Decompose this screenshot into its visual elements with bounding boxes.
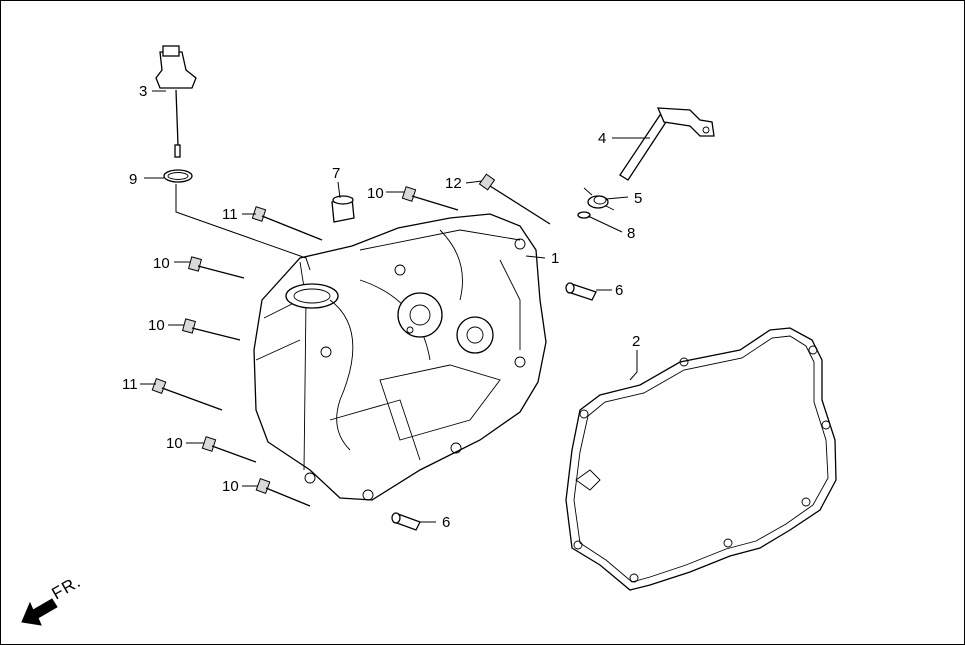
callout-10-top: 10 [367,185,384,202]
front-arrow-icon [21,598,58,626]
callout-7: 7 [332,165,340,182]
bolts [151,173,551,507]
callout-1: 1 [551,250,559,267]
callout-11-mid: 11 [122,376,138,393]
callout-10-b: 10 [148,317,165,334]
callout-3: 3 [139,83,147,100]
dowel-pin-top [565,282,597,301]
callout-9: 9 [129,171,137,188]
callout-11-top: 11 [222,206,238,223]
return-spring [583,187,615,211]
callout-10-c: 10 [166,435,183,452]
callout-8: 8 [627,225,635,242]
callout-6-bottom: 6 [442,514,450,531]
oil-dipstick [155,45,197,158]
callout-2: 2 [632,333,640,350]
front-direction-label: FR. [49,572,85,604]
front-direction-indicator: FR. [21,572,85,626]
callout-4: 4 [598,130,606,147]
o-ring [163,169,311,271]
callout-labels: 3 9 7 10 12 11 10 10 11 10 10 4 5 8 1 6 … [122,83,642,531]
cover-gasket [565,327,837,591]
dowel-pin-bottom [391,512,421,531]
callout-10-a: 10 [153,255,170,272]
crankcase-cover [253,213,547,501]
shift-shaft-lever [619,107,715,181]
washer [577,211,591,219]
callout-12: 12 [445,175,462,192]
collar [331,195,355,223]
leader-lines [140,90,650,523]
callout-10-d: 10 [222,478,239,495]
callout-5: 5 [634,190,642,207]
callout-6-top: 6 [615,282,623,299]
